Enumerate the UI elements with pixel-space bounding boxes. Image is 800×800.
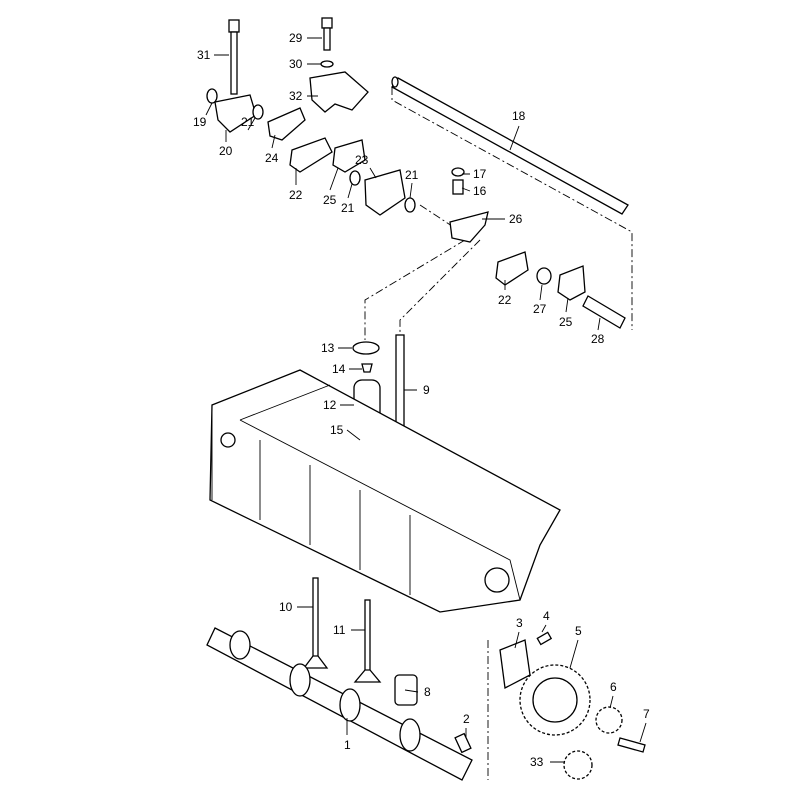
callout: 17 (473, 167, 487, 181)
callout: 16 (473, 184, 487, 198)
callout: 12 (323, 398, 337, 412)
callout: 31 (197, 48, 211, 62)
callout: 5 (575, 624, 582, 638)
bolt-29 (320, 17, 334, 68)
callout: 9 (423, 383, 430, 397)
callout: 32 (289, 89, 303, 103)
camshaft (206, 627, 473, 781)
callout: 7 (643, 707, 650, 721)
callout: 13 (321, 341, 335, 355)
gears (499, 631, 646, 780)
callout: 29 (289, 31, 303, 45)
callout: 20 (219, 144, 233, 158)
callout: 14 (332, 362, 346, 376)
callout: 25 (559, 315, 573, 329)
callout: 26 (509, 212, 523, 226)
callouts: 31 29 30 32 19 20 21 24 22 25 21 23 21 1… (193, 31, 650, 769)
callout: 3 (516, 616, 523, 630)
bracket-32 (309, 71, 369, 113)
callout: 18 (512, 109, 526, 123)
callout: 33 (530, 755, 544, 769)
cylinder-head (209, 369, 561, 613)
callout: 22 (289, 188, 303, 202)
rocker-arms (206, 88, 626, 329)
callout: 15 (330, 423, 344, 437)
callout: 28 (591, 332, 605, 346)
bolt-31 (228, 19, 240, 95)
callout: 4 (543, 609, 550, 623)
callout: 11 (333, 623, 346, 637)
callout: 6 (610, 680, 617, 694)
callout: 2 (463, 712, 470, 726)
callout: 8 (424, 685, 431, 699)
callout: 30 (289, 57, 303, 71)
callout: 21 (341, 201, 355, 215)
leader-lines (205, 37, 647, 763)
valves (302, 577, 418, 706)
callout: 10 (279, 600, 293, 614)
rocker-shaft (391, 76, 629, 215)
callout: 25 (323, 193, 337, 207)
callout: 21 (241, 115, 255, 129)
callout: 24 (265, 151, 279, 165)
callout: 27 (533, 302, 547, 316)
callout: 1 (344, 738, 351, 752)
callout: 19 (193, 115, 207, 129)
callout: 22 (498, 293, 512, 307)
callout: 21 (405, 168, 419, 182)
callout: 23 (355, 153, 369, 167)
alignment-lines (364, 87, 633, 780)
